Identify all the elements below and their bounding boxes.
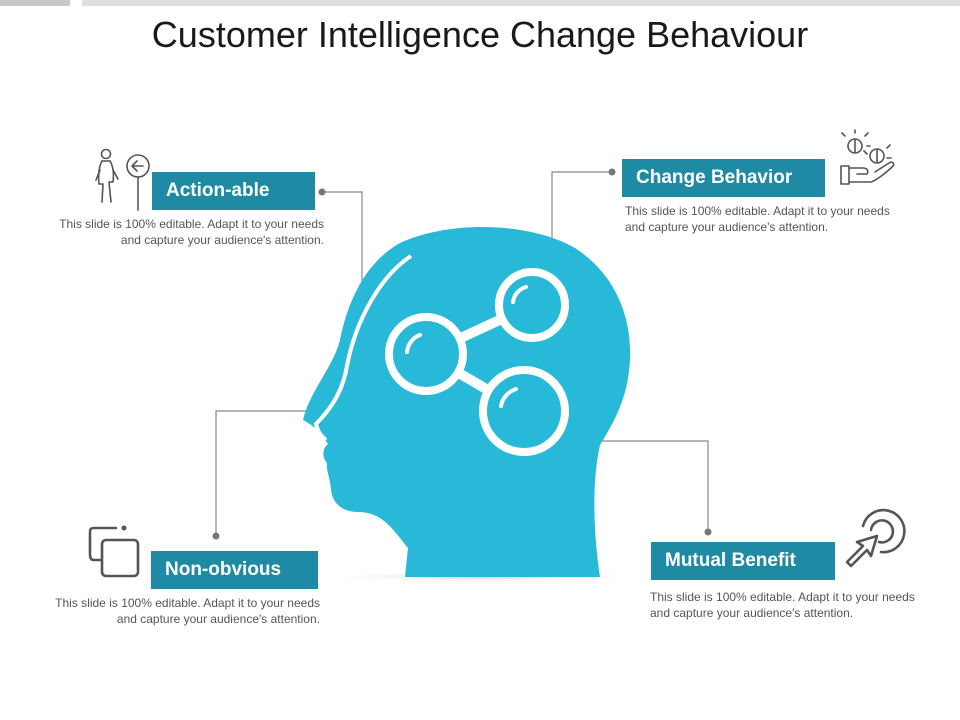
connector-mutual-benefit (598, 440, 709, 532)
head-shape (303, 227, 631, 577)
cursor-target-icon (845, 508, 906, 568)
network-icon (385, 268, 569, 456)
label-non-obvious: Non-obvious (151, 551, 318, 589)
label-mutual-benefit: Mutual Benefit (651, 542, 835, 580)
desc-mutual-benefit: This slide is 100% editable. Adapt it to… (650, 590, 915, 620)
head-inner-highlight (313, 254, 413, 442)
node-shine-bottom (499, 387, 518, 408)
top-decor-bar-right (82, 0, 960, 6)
person-at-sign-icon (95, 148, 150, 211)
connector-dot-mutual-benefit (704, 528, 712, 536)
connector-change-behavior (551, 171, 612, 240)
label-action-able: Action-able (152, 172, 315, 210)
label-change-behavior: Change Behavior (622, 159, 825, 197)
desc-non-obvious: This slide is 100% editable. Adapt it to… (55, 596, 320, 626)
connector-action-able (322, 191, 363, 282)
desc-action-able: This slide is 100% editable. Adapt it to… (59, 217, 324, 247)
connector-dot-change-behavior (608, 168, 616, 176)
slide-title: Customer Intelligence Change Behaviour (151, 14, 809, 55)
top-decor-bar (0, 0, 960, 8)
network-node-left (385, 313, 467, 395)
node-shine-left (405, 333, 422, 354)
overlapping-squares-icon (88, 525, 140, 578)
network-node-bottom (479, 366, 569, 456)
connector-dot-action-able (318, 188, 326, 196)
top-decor-bar-left (0, 0, 70, 6)
connector-non-obvious (215, 410, 318, 536)
desc-change-behavior: This slide is 100% editable. Adapt it to… (625, 204, 890, 234)
network-node-top (495, 268, 569, 342)
hand-with-coins-icon (840, 129, 895, 185)
connector-dot-non-obvious (212, 532, 220, 540)
node-shine-top (511, 285, 528, 304)
